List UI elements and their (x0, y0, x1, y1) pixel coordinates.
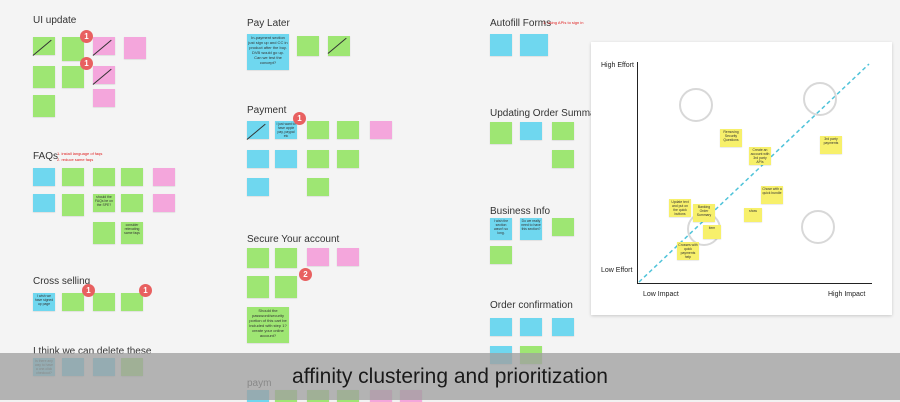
section-delete-these: I think we can delete these (33, 346, 152, 357)
sticky-note[interactable] (307, 248, 329, 266)
label-low-impact: Low Impact (643, 291, 679, 298)
matrix-item[interactable]: Removing Security Questions (720, 129, 742, 147)
section-secure-account: Secure Your account (247, 234, 340, 245)
sticky-note[interactable] (247, 178, 269, 196)
sticky-note[interactable] (552, 122, 574, 140)
label-low-effort: Low Effort (601, 267, 633, 274)
vote-badge: 1 (82, 284, 95, 297)
vote-badge: 1 (139, 284, 152, 297)
sticky-note[interactable] (62, 37, 84, 61)
section-business-info: Business Info (490, 206, 551, 217)
sticky-note[interactable] (337, 248, 359, 266)
sticky-note[interactable] (93, 168, 115, 186)
sticky-note[interactable] (552, 318, 574, 336)
x-axis (637, 283, 872, 285)
sticky-note[interactable] (121, 168, 143, 186)
sticky-note[interactable] (370, 121, 392, 139)
diagonal-line (638, 63, 870, 283)
vote-badge: 2 (299, 268, 312, 281)
sticky-note[interactable] (153, 194, 175, 212)
ok-hand-icon (803, 82, 837, 116)
sticky-note[interactable] (490, 34, 512, 56)
faqs-note-1: 1. install language of faqs (57, 151, 103, 156)
matrix-item[interactable]: Banking Order Summary (693, 204, 715, 222)
section-payment: Payment (247, 105, 287, 116)
vote-badge: 1 (80, 30, 93, 43)
matrix-item[interactable]: Update text and put on the quick buttons (669, 199, 691, 217)
sticky-note[interactable] (275, 276, 297, 298)
sticky-note[interactable] (93, 293, 115, 311)
sticky-note[interactable] (520, 122, 542, 140)
sticky-note[interactable] (247, 276, 269, 298)
sticky-apple-pay[interactable]: I just want to have apple pay, paypal et… (275, 121, 297, 139)
caption-banner (0, 353, 900, 400)
sticky-password-security[interactable]: Should the password/security portion of … (247, 307, 289, 343)
vote-badge: 1 (293, 112, 306, 125)
sticky-note[interactable] (307, 150, 329, 168)
matrix-item[interactable]: Crosses with quick payments help (677, 242, 699, 260)
sticky-note[interactable] (490, 318, 512, 336)
sticky-note[interactable] (62, 66, 84, 88)
matrix-item[interactable]: 3rd party payments (820, 136, 842, 154)
autofill-note: 1. using APIs to sign in (543, 20, 584, 25)
section-faqs: FAQs (33, 151, 59, 162)
sticky-note[interactable] (33, 168, 55, 186)
sticky-note[interactable] (520, 318, 542, 336)
matrix-item[interactable]: Chose with a quick bundle (761, 186, 783, 204)
sticky-faq-spe[interactable]: should the FAQs be on the SPE? (93, 194, 115, 212)
sticky-note[interactable] (62, 194, 84, 216)
sticky-note[interactable] (153, 168, 175, 186)
sticky-section-needed[interactable]: Do we really need to have this section? (520, 218, 542, 240)
sticky-note[interactable] (247, 150, 269, 168)
caption-text: affinity clustering and prioritization (292, 365, 608, 388)
section-cross-selling: Cross selling (33, 276, 91, 287)
sticky-faq-relevating[interactable]: consider relevating same faqs (121, 222, 143, 244)
section-pay-later: Pay Later (247, 18, 290, 29)
matrix-item[interactable]: Create an account with 3rd party APIs (749, 147, 771, 165)
sticky-note[interactable] (93, 222, 115, 244)
sticky-note[interactable] (121, 194, 143, 212)
sticky-note[interactable] (307, 178, 329, 196)
sticky-note[interactable] (121, 293, 143, 311)
prioritization-matrix[interactable]: High Effort Low Effort Low Impact High I… (591, 42, 892, 315)
matrix-item[interactable]: item (703, 225, 721, 239)
sticky-note[interactable] (552, 150, 574, 168)
sticky-note[interactable] (93, 89, 115, 107)
sticky-pay-later-concept[interactable]: In-payment section just sign up and CC i… (247, 34, 289, 70)
sticky-note[interactable] (490, 246, 512, 264)
sticky-note[interactable] (490, 122, 512, 144)
sticky-note[interactable] (275, 150, 297, 168)
love-face-icon (801, 210, 835, 244)
sticky-note[interactable] (552, 218, 574, 236)
sticky-cross-signup[interactable]: I wish we have signed up page (33, 293, 55, 311)
sticky-note[interactable] (307, 121, 329, 139)
section-autofill-forms: Autofill Forms (490, 18, 552, 29)
sticky-note[interactable] (520, 34, 548, 56)
sticky-note[interactable] (247, 248, 269, 268)
section-ui-update: UI update (33, 15, 77, 26)
sticky-note[interactable] (337, 150, 359, 168)
faqs-note-2: 2. reduce same faqs (57, 157, 94, 162)
sticky-note[interactable] (297, 36, 319, 56)
sticky-section-long[interactable]: I wish the section wasn't so long. (490, 218, 512, 240)
y-axis (637, 62, 639, 284)
label-high-impact: High Impact (828, 291, 866, 298)
sticky-note[interactable] (33, 66, 55, 88)
label-high-effort: High Effort (601, 62, 634, 69)
sticky-note[interactable] (62, 168, 84, 186)
section-order-confirmation: Order confirmation (490, 300, 573, 311)
sticky-note[interactable] (62, 293, 84, 311)
section-updating-order-summary: Updating Order Summary (490, 108, 604, 119)
sticky-note[interactable] (328, 36, 350, 56)
sticky-note[interactable] (33, 95, 55, 117)
skull-icon (679, 88, 713, 122)
vote-badge: 1 (80, 57, 93, 70)
sticky-note[interactable] (275, 248, 297, 268)
sticky-note[interactable] (124, 37, 146, 59)
matrix-item[interactable]: show (744, 208, 762, 222)
sticky-note[interactable] (337, 121, 359, 139)
sticky-note[interactable] (33, 194, 55, 212)
